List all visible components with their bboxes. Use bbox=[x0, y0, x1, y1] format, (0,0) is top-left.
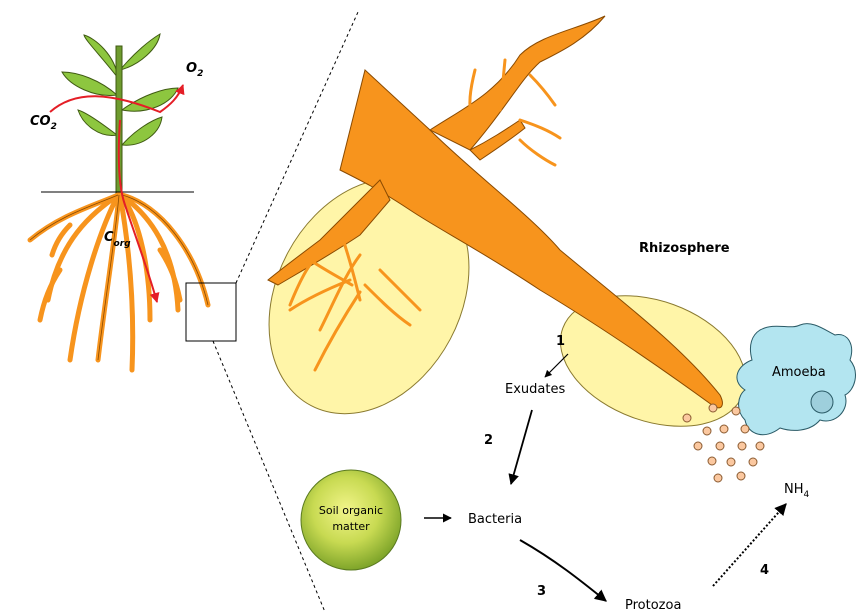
amoeba-nucleus bbox=[811, 391, 833, 413]
step-3-label: 3 bbox=[537, 584, 546, 599]
o2-label: O2 bbox=[186, 61, 203, 79]
rhizosphere-title: Rhizosphere bbox=[639, 241, 730, 256]
zoom-box bbox=[186, 283, 236, 341]
plant-roots bbox=[30, 195, 208, 370]
arrow-protozoa-to-nh4 bbox=[713, 504, 786, 586]
step-1-label: 1 bbox=[556, 334, 565, 349]
soil-label-line2: matter bbox=[332, 520, 370, 533]
co2-label: CO2 bbox=[30, 114, 57, 132]
amoeba-label: Amoeba bbox=[772, 365, 826, 380]
exudates-label: Exudates bbox=[505, 382, 565, 397]
step-2-label: 2 bbox=[484, 433, 493, 448]
bacteria-label: Bacteria bbox=[468, 512, 522, 527]
arrow-root-to-exudates bbox=[545, 354, 568, 377]
step-4-label: 4 bbox=[760, 563, 769, 578]
soil-label-line1: Soil organic bbox=[319, 504, 383, 517]
arrow-bacteria-to-protozoa bbox=[520, 540, 606, 601]
plant-illustration bbox=[30, 34, 236, 370]
protozoa-label: Protozoa bbox=[625, 598, 681, 613]
arrow-exudates-to-bacteria bbox=[511, 410, 532, 484]
nh4-label: NH4 bbox=[784, 482, 810, 500]
